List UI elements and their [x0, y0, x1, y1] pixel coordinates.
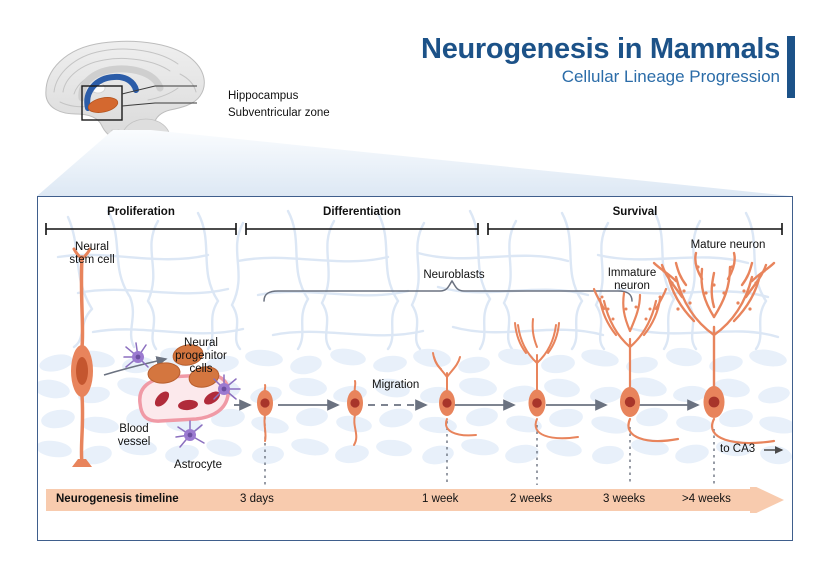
hippocampus-leader [121, 85, 197, 95]
neuroblasts-brace [263, 279, 633, 302]
hippocampus-shape [84, 73, 139, 111]
panel-illustration [38, 197, 792, 540]
timeline-arrow-shape [46, 484, 784, 516]
zoom-funnel [0, 130, 828, 198]
neuroblast-cell-1 [257, 384, 273, 442]
stage-label-survival: Survival [612, 206, 658, 218]
funnel-shape [37, 130, 791, 196]
cortex-shape [45, 40, 205, 143]
astrocytes [123, 342, 241, 448]
subventricular-zone-label: Subventricular zone [228, 107, 330, 119]
migration-label: Migration [372, 379, 420, 391]
timeline-mark-3-weeks: 3 weeks [603, 493, 646, 505]
lineage-panel: Proliferation Differentiation Survival N… [37, 196, 793, 541]
fiber-texture [56, 209, 780, 351]
timeline-mark-3-days: 3 days [240, 493, 274, 505]
hippocampus-label: Hippocampus [228, 90, 299, 102]
mature-neuron [652, 251, 776, 445]
timeline-mark-4-weeks: >4 weeks [682, 493, 731, 505]
to-ca3-label: to CA3 [720, 443, 756, 455]
mature-neuron-label: Mature neuron [690, 239, 766, 251]
mature-spines [662, 265, 766, 311]
immature-neuron [592, 287, 680, 443]
page-title: Neurogenesis in Mammals [421, 33, 780, 65]
neural-stem-cell [71, 247, 93, 467]
neuroblasts-label: Neuroblasts [423, 269, 485, 281]
subventricular-zone-shape [87, 97, 119, 113]
timeline-title: Neurogenesis timeline [56, 493, 179, 505]
neurogenesis-timeline: Neurogenesis timeline 3 days 1 week 2 we… [38, 484, 792, 516]
subventricular-leader [121, 102, 197, 107]
timeline-drop-lines [264, 417, 715, 485]
stage-label-proliferation: Proliferation [107, 206, 175, 218]
timeline-mark-2-weeks: 2 weeks [510, 493, 553, 505]
neuroblast-cell-3 [432, 352, 477, 437]
neuroblast-cell-4 [514, 318, 579, 440]
stage-brackets [45, 223, 783, 235]
title-accent-bar [787, 36, 795, 98]
differentiation-curved-arrow [103, 356, 168, 376]
astrocyte-label: Astrocyte [174, 459, 222, 471]
callout-box [81, 85, 123, 121]
page-subtitle: Cellular Lineage Progression [561, 67, 780, 87]
neuroblast-cell-2 [347, 380, 363, 446]
timeline-mark-1-week: 1 week [422, 493, 459, 505]
immature-spines [600, 295, 662, 321]
corpus-callosum [78, 65, 164, 102]
title-block: Neurogenesis in Mammals Cellular Lineage… [421, 34, 780, 87]
stage-label-differentiation: Differentiation [323, 206, 401, 218]
neural-progenitor-cells [147, 344, 220, 388]
